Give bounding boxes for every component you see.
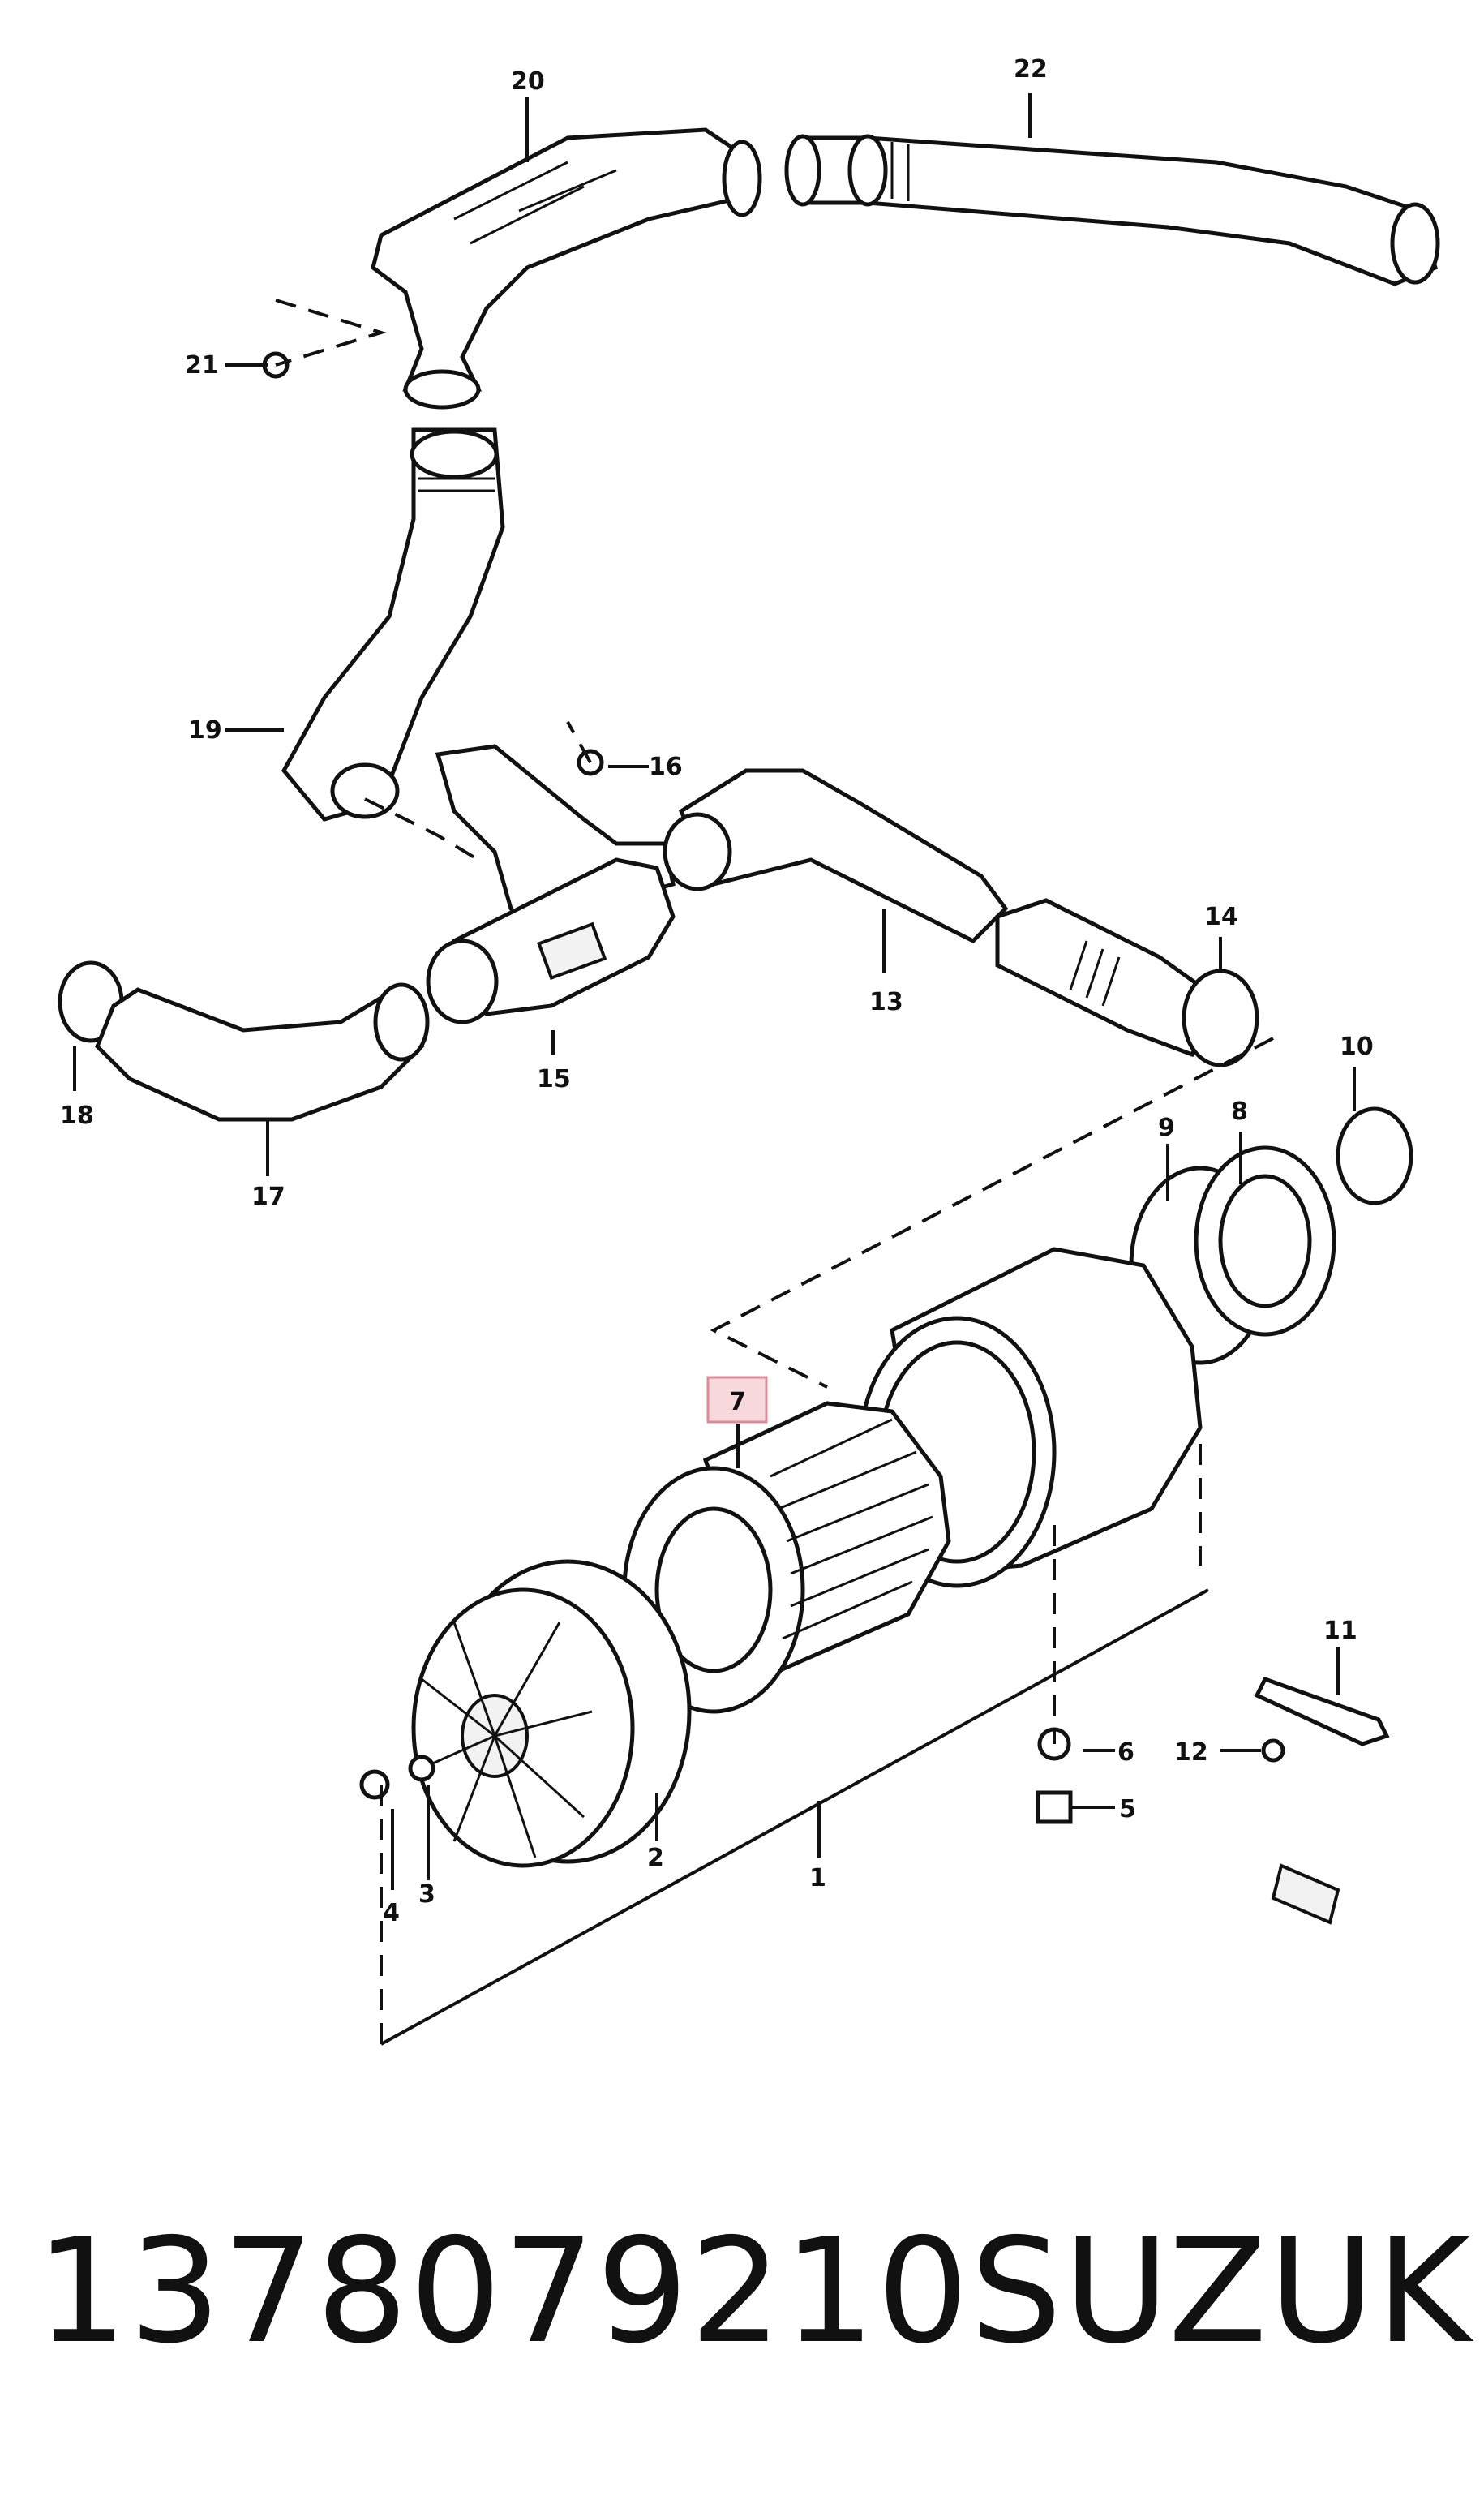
callout-4: 4: [383, 1899, 400, 1927]
parts-diagram: 20 22 21 19 16 13 14 18 17 15 10 9 8 7 1…: [58, 55, 1440, 2046]
callout-3: 3: [418, 1880, 435, 1909]
caption: 1378079210 SUZUKI: [0, 2190, 1484, 2393]
callout-20: 20: [511, 67, 545, 96]
hose-19: [281, 427, 505, 822]
callout-19: 19: [188, 716, 222, 745]
callout-17: 17: [251, 1183, 285, 1211]
callout-14: 14: [1204, 903, 1238, 931]
callout-12: 12: [1174, 1738, 1208, 1767]
callout-15: 15: [537, 1065, 571, 1093]
callout-9: 9: [1158, 1114, 1175, 1142]
callout-7-highlight: [706, 1376, 768, 1424]
front-cover: [411, 1559, 692, 1868]
callout-16: 16: [649, 753, 683, 781]
callout-1: 1: [809, 1864, 826, 1892]
bracket-15-16: [426, 744, 676, 1024]
callout-21: 21: [185, 351, 219, 380]
part-number: 1378079210: [36, 2207, 971, 2375]
callout-13: 13: [869, 988, 903, 1016]
callout-6: 6: [1117, 1738, 1134, 1767]
callout-11: 11: [1323, 1617, 1357, 1645]
hose-13: [663, 768, 1220, 1058]
callout-10: 10: [1340, 1033, 1374, 1061]
hose-22: [784, 134, 1440, 286]
callout-5: 5: [1119, 1795, 1136, 1823]
callout-labels: 20 22 21 19 16 13 14 18 17 15 10 9 8 7 1…: [60, 55, 1374, 1927]
callout-18: 18: [60, 1102, 94, 1130]
callout-2: 2: [647, 1844, 664, 1872]
reference-lines: [275, 299, 1274, 2046]
callout-8: 8: [1231, 1098, 1248, 1126]
leader-lines: [73, 93, 1356, 1890]
callout-22: 22: [1014, 55, 1048, 84]
hose-17: [95, 982, 430, 1122]
callout-7: 7: [729, 1388, 746, 1416]
brand-name: SUZUKI: [970, 2207, 1484, 2375]
intake-duct-20: [371, 127, 762, 410]
hardware: [262, 351, 1390, 1925]
